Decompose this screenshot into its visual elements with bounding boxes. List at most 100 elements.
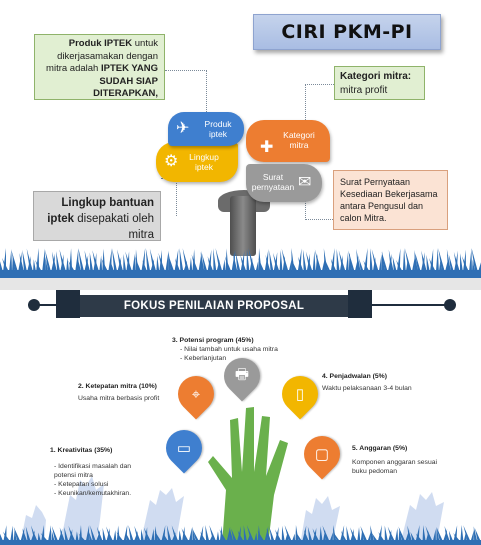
grass-blade (392, 256, 397, 272)
grass-blade (237, 530, 244, 541)
mouse-icon: ▯ (295, 386, 305, 403)
grass-blade (201, 253, 208, 272)
grass-blade (367, 531, 372, 541)
banner-dot-left (28, 299, 40, 311)
grass-blade (84, 250, 91, 272)
grass-blade (384, 525, 388, 541)
grass-blade (369, 248, 373, 272)
grass-blade (209, 525, 217, 541)
grass-blade (51, 530, 55, 541)
connector-surat (305, 196, 333, 220)
grass-blade (371, 249, 379, 272)
grass-blade (435, 248, 439, 272)
grass-blade (436, 527, 440, 541)
grass-blade (291, 259, 298, 272)
grass-blade (45, 256, 49, 272)
grass-blade (395, 527, 399, 541)
grass-blade (381, 251, 388, 272)
list-item: Keunikan/kemutakhiran. (54, 489, 150, 498)
note-produk-iptek: Produk IPTEK untuk dikerjasamakan dengan… (34, 34, 165, 100)
leaf-surat-label2: pernyataan (251, 182, 295, 192)
note-lingkup-bold: Lingkup bantuan iptek (47, 197, 154, 225)
label-penjadwalan: 4. Penjadwalan (5%) Waktu pelaksanaan 3-… (322, 372, 432, 393)
grass-blade (292, 533, 296, 541)
grass-blade (142, 260, 148, 272)
grass-blade (396, 259, 403, 272)
grass-blade (338, 250, 346, 272)
grass-blade (117, 249, 124, 272)
grass-blade (443, 528, 448, 541)
grass-blade (312, 528, 320, 541)
grass-blade (402, 248, 406, 272)
note-kategori-bold: Kategori mitra: (340, 71, 412, 82)
grass-blade (75, 531, 79, 541)
grass-blade (42, 248, 46, 272)
grass-blade (22, 249, 28, 272)
grass-blade (68, 525, 76, 541)
grass-blade (333, 532, 340, 541)
grass-blade (405, 259, 409, 272)
grass-blade (432, 529, 436, 541)
grass-blade (444, 526, 450, 541)
label-heading: 1. Kreativitas (35%) (50, 447, 113, 454)
leaf-lingkup-label1: Lingkup (189, 152, 219, 162)
list-item: Nilai tambah untuk usaha mitra (180, 345, 302, 354)
grass-blade (426, 254, 430, 272)
grass-blade (407, 525, 412, 541)
leaf-surat-label1: Surat (262, 172, 284, 182)
grass-blade (12, 254, 16, 272)
grass-blade (192, 529, 199, 541)
grass-blade (156, 255, 160, 272)
grass-blade (222, 259, 226, 272)
grass-blade (350, 527, 357, 541)
connector-lingkup (161, 178, 177, 216)
slide-fokus-penilaian: FOKUS PENILAIAN PROPOSAL 🖶 ⌖ ▯ ▭ ▢ 3. Po… (0, 290, 481, 545)
label-text: Waktu pelaksanaan 3-4 bulan (322, 385, 412, 392)
grass-blade (246, 249, 250, 272)
grass-blade (358, 258, 364, 272)
grass-blade (453, 251, 460, 272)
grass-blade (350, 528, 354, 541)
note-produk-bold2: IPTEK YANG SUDAH SIAP DITERAPKAN, (93, 63, 158, 99)
label-heading: 2. Ketepatan mitra (10%) (78, 383, 157, 390)
grass-blade (2, 531, 10, 541)
grass-blade (258, 257, 265, 272)
grass-blade (405, 529, 410, 541)
label-anggaran: 5. Anggaran (5%) Komponen anggaran sesua… (352, 444, 452, 476)
grass-blade (229, 527, 234, 541)
grass-blade (78, 248, 85, 272)
grass-blade (254, 532, 258, 541)
grass-blade (360, 529, 364, 541)
grass-blade (269, 250, 274, 272)
tablet-icon: ▢ (314, 446, 330, 463)
grass-blade (448, 530, 454, 541)
banner-title: FOKUS PENILAIAN PROPOSAL (80, 295, 348, 317)
leaf-surat-pernyataan: Surat pernyataan ✉ (246, 164, 322, 202)
label-kreativitas: 1. Kreativitas (35%) Identifikasi masala… (50, 446, 150, 498)
puzzle-icon: ✚ (260, 139, 274, 156)
grass-blade (178, 530, 182, 541)
telescope-icon: ⌖ (191, 385, 201, 403)
grass-blade (48, 525, 52, 541)
grass-blade (388, 249, 394, 272)
grass-blade (235, 251, 241, 272)
grass-blade (398, 527, 402, 541)
grass-blade (35, 259, 43, 272)
grass-blade (165, 252, 169, 272)
grass-blade (345, 252, 349, 272)
note-produk-text: untuk dikerjasamakan dengan mitra adalah (46, 38, 158, 74)
grass-blade (459, 253, 463, 272)
grass-blade (463, 525, 471, 541)
grass-blade (348, 250, 355, 272)
grass-blade (471, 248, 478, 272)
grass-blade (370, 525, 375, 541)
banner-line-right (340, 304, 450, 306)
grass-blade (10, 525, 14, 541)
grass-blade (438, 248, 445, 272)
grass-blade (213, 248, 217, 272)
grass-blade (99, 255, 103, 272)
grass-blade (40, 532, 48, 541)
grass-blade (414, 249, 418, 272)
grass-blade (275, 529, 282, 541)
label-text: Usaha mitra berbasis profit (78, 395, 160, 402)
